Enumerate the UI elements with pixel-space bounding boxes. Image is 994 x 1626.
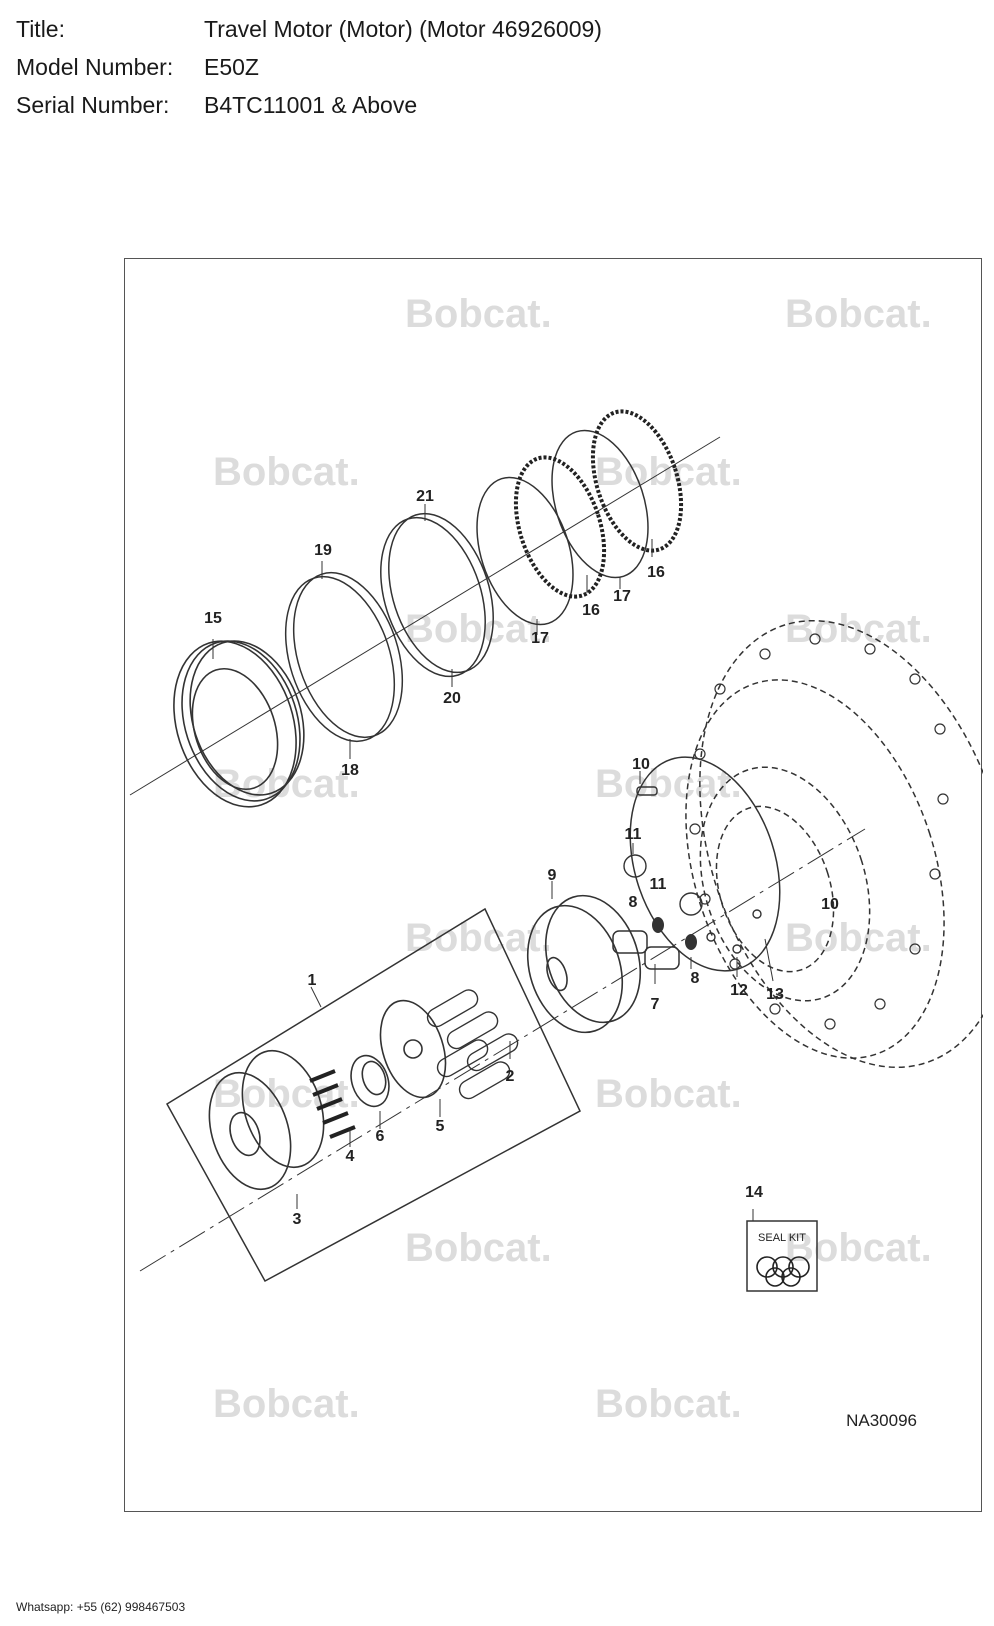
- watermarks: Bobcat. Bobcat. Bobcat. Bobcat. Bobcat. …: [213, 292, 932, 1426]
- callout-16: 16: [647, 564, 665, 581]
- rotating-group-frame: [165, 907, 581, 1283]
- model-value: E50Z: [204, 54, 259, 80]
- callout-14: 14: [745, 1184, 763, 1201]
- callout-9: 9: [548, 867, 557, 884]
- callout-8: 8: [629, 894, 638, 911]
- part-21-20: [380, 512, 494, 678]
- model-row: Model Number: E50Z: [16, 48, 602, 86]
- callout-13: 13: [766, 986, 784, 1003]
- callout-10: 10: [632, 756, 650, 773]
- watermark: Bobcat.: [405, 607, 552, 651]
- watermark: Bobcat.: [595, 1382, 742, 1426]
- part-17-plate: [476, 429, 649, 626]
- callout-15: 15: [204, 610, 222, 627]
- callout-11: 11: [625, 826, 642, 843]
- watermark: Bobcat.: [405, 1226, 552, 1270]
- callout-labels: 1 2 3 4 5 6 7 8 8 9 10 10 11 11 12 13 14…: [204, 488, 839, 1228]
- callout-4: 4: [346, 1148, 355, 1165]
- serial-label: Serial Number:: [16, 92, 170, 118]
- title-label: Title:: [16, 16, 65, 42]
- motor-housing: [685, 619, 983, 1069]
- exploded-parts-diagram: Bobcat. Bobcat. Bobcat. Bobcat. Bobcat. …: [124, 258, 983, 1512]
- title-value: Travel Motor (Motor) (Motor 46926009): [204, 16, 602, 42]
- footer-contact: Whatsapp: +55 (62) 998467503: [16, 1600, 186, 1614]
- part-19-18: [284, 571, 404, 743]
- part-9-swash-plate: [526, 894, 642, 1034]
- upper-axis-line: [129, 436, 721, 796]
- callout-10: 10: [821, 896, 839, 913]
- watermark: Bobcat.: [213, 1382, 360, 1426]
- part-14-seal-kit: SEAL KIT: [746, 1220, 818, 1292]
- watermark: Bobcat.: [405, 292, 552, 336]
- serial-value: B4TC11001 & Above: [204, 92, 418, 118]
- model-label: Model Number:: [16, 54, 174, 80]
- part-13-o-ring: [629, 756, 781, 972]
- part-12-washers: [706, 909, 762, 954]
- callout-19: 19: [314, 542, 332, 559]
- part-10-pin: [636, 786, 658, 796]
- part-4-springs: [309, 1069, 356, 1139]
- seal-kit-label: SEAL KIT: [758, 1232, 806, 1244]
- callout-8: 8: [691, 970, 700, 987]
- housing-bolt-holes: [689, 633, 949, 1030]
- watermark: Bobcat.: [595, 1072, 742, 1116]
- callout-6: 6: [376, 1128, 385, 1145]
- part-2-pistons: [426, 989, 519, 1100]
- part-11-balls: [623, 854, 703, 916]
- watermark: Bobcat.: [595, 762, 742, 806]
- watermark: Bobcat.: [785, 1226, 932, 1270]
- part-15: [173, 640, 305, 808]
- diagram-code: NA30096: [846, 1411, 917, 1430]
- part-16-disc: [513, 409, 684, 599]
- callout-17: 17: [531, 630, 549, 647]
- callout-5: 5: [436, 1118, 445, 1135]
- header-block: Title: Travel Motor (Motor) (Motor 46926…: [16, 10, 602, 124]
- part-3-cylinder-block: [208, 1049, 325, 1191]
- callout-20: 20: [443, 690, 461, 707]
- watermark: Bobcat.: [785, 607, 932, 651]
- part-5-retainer-plate: [379, 999, 447, 1099]
- watermark: Bobcat.: [785, 916, 932, 960]
- callout-2: 2: [506, 1068, 515, 1085]
- callout-17: 17: [613, 588, 631, 605]
- part-7-pistons: [612, 930, 680, 970]
- part-6: [350, 1054, 390, 1108]
- callout-12: 12: [730, 982, 748, 999]
- lower-axis-line: [139, 828, 866, 1272]
- watermark: Bobcat.: [213, 1072, 360, 1116]
- callout-3: 3: [293, 1211, 302, 1228]
- serial-row: Serial Number: B4TC11001 & Above: [16, 86, 602, 124]
- leader-lines: [212, 504, 774, 1221]
- watermark: Bobcat.: [595, 450, 742, 494]
- callout-1: 1: [308, 972, 317, 989]
- callout-16: 16: [582, 602, 600, 619]
- callout-18: 18: [341, 762, 359, 779]
- callout-21: 21: [416, 488, 434, 505]
- watermark: Bobcat.: [213, 450, 360, 494]
- title-row: Title: Travel Motor (Motor) (Motor 46926…: [16, 10, 602, 48]
- callout-7: 7: [651, 996, 660, 1013]
- watermark: Bobcat.: [785, 292, 932, 336]
- callout-11: 11: [650, 876, 667, 893]
